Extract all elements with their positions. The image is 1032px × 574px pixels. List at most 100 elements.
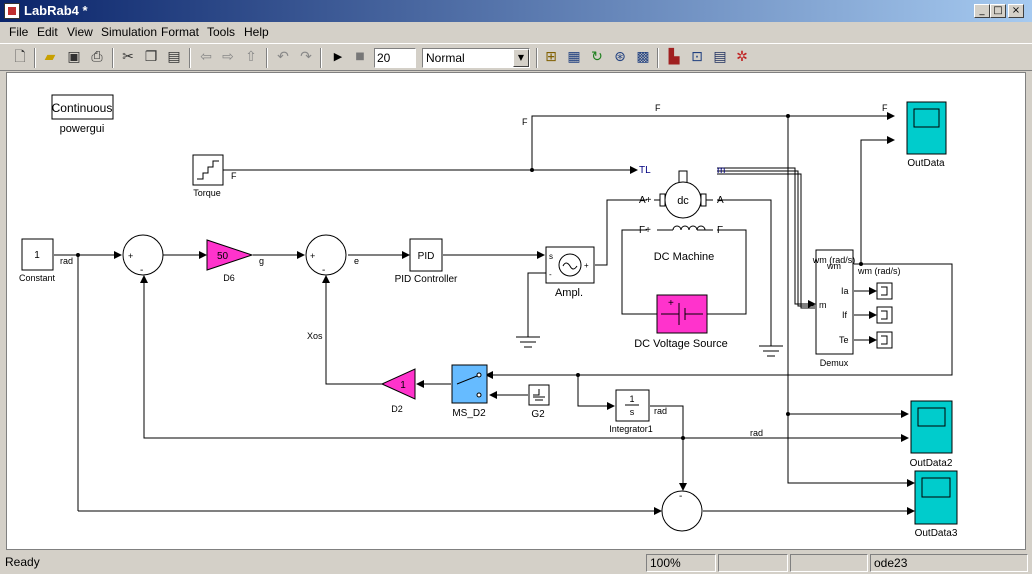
- model-explorer-icon[interactable]: ⊡: [691, 49, 703, 65]
- demux-m-port: m: [819, 300, 827, 310]
- update-diagram-icon[interactable]: ⊞: [545, 49, 557, 65]
- g2-label: G2: [531, 409, 545, 420]
- dc-machine-block[interactable]: dc TL m A+ A- F+ F- DC Machine: [639, 163, 727, 263]
- undo-icon[interactable]: ↶: [277, 49, 289, 65]
- stop-simulation-icon[interactable]: ■: [355, 51, 365, 62]
- gain-d6-value: 50: [217, 251, 229, 262]
- scope-outdata3[interactable]: OutData3: [914, 470, 958, 539]
- up-arrow-icon[interactable]: ⇧: [245, 49, 257, 65]
- ampl-minus-port: -: [549, 270, 552, 279]
- back-arrow-icon[interactable]: ⇦: [200, 49, 212, 65]
- terminator-ia[interactable]: [876, 282, 893, 300]
- constant-block[interactable]: 1 Constant: [19, 238, 56, 283]
- debug-icon[interactable]: ⊛: [614, 49, 626, 65]
- minimize-button[interactable]: _: [974, 4, 990, 18]
- library-browser-icon[interactable]: ▙: [668, 49, 680, 65]
- menu-file[interactable]: File: [9, 25, 29, 39]
- toolbar-separator: [266, 48, 268, 68]
- demux-wm-output-label: wm (rad/s): [857, 266, 901, 276]
- simulink-app-icon: [4, 3, 20, 19]
- amplifier-block[interactable]: s - + Ampl.: [545, 246, 595, 299]
- menu-format[interactable]: Format: [161, 25, 200, 39]
- simulation-mode-value: Normal: [426, 51, 465, 65]
- integrator-block[interactable]: 1 s Integrator1: [609, 389, 653, 434]
- copy-icon[interactable]: ❐: [144, 49, 158, 65]
- signal-label-f-branch: F: [522, 117, 528, 127]
- menu-edit[interactable]: Edit: [37, 25, 58, 39]
- sum1-plus-sign: +: [128, 251, 133, 261]
- new-model-icon[interactable]: 🗋: [14, 49, 26, 65]
- simulation-mode-select[interactable]: Normal ▼: [422, 48, 530, 68]
- model-advisor-icon[interactable]: ▩: [636, 49, 650, 65]
- powergui-block[interactable]: Continuous powergui: [51, 94, 114, 135]
- stop-time-field[interactable]: 20: [374, 48, 416, 68]
- gain-d2-value: 1: [400, 380, 406, 391]
- terminator-te[interactable]: [876, 331, 893, 349]
- dcvs-label: DC Voltage Source: [634, 338, 728, 350]
- demux-label: Demux: [820, 358, 849, 368]
- scope-outdata2-label: OutData2: [910, 458, 953, 469]
- toolbar-separator: [657, 48, 659, 68]
- refresh-icon[interactable]: ↻: [591, 49, 603, 65]
- gain-d6-block[interactable]: 50 D6: [206, 239, 254, 283]
- dc-machine-label: DC Machine: [654, 251, 715, 263]
- maximize-button[interactable]: □: [990, 4, 1006, 18]
- signal-label-f-top: F: [655, 103, 661, 113]
- build-icon[interactable]: ▦: [567, 49, 581, 65]
- pid-controller-block[interactable]: PID PID Controller: [395, 238, 458, 285]
- menu-view[interactable]: View: [67, 25, 93, 39]
- dc-tl-port: TL: [639, 165, 651, 176]
- gain-d2-label: D2: [391, 404, 403, 414]
- g2-ground-block[interactable]: G2: [528, 384, 550, 420]
- open-folder-icon[interactable]: ▰: [44, 49, 56, 65]
- sum-block-3[interactable]: -: [661, 490, 703, 532]
- sum2-plus-sign: +: [310, 251, 315, 261]
- menu-simulation[interactable]: Simulation: [101, 25, 158, 39]
- menu-help[interactable]: Help: [244, 25, 269, 39]
- toolbar-separator: [536, 48, 538, 68]
- dc-aplus-port: A+: [639, 195, 652, 206]
- signal-lines: [54, 112, 953, 515]
- print-icon[interactable]: ⎙: [91, 49, 103, 65]
- manual-switch-block[interactable]: MS_D2: [451, 364, 488, 419]
- scope-outdata2[interactable]: OutData2: [910, 400, 953, 469]
- model-browser-icon[interactable]: ▤: [713, 49, 727, 65]
- demux-wm-top-port: wm (rad/s): [812, 255, 856, 265]
- signal-label-rad-const: rad: [60, 256, 73, 266]
- dc-m-port: m: [717, 165, 725, 176]
- cut-icon[interactable]: ✂: [122, 49, 134, 65]
- status-cell-empty-2: [790, 554, 868, 572]
- status-message: Ready: [5, 555, 40, 569]
- sum-block-2[interactable]: + -: [305, 234, 347, 276]
- paste-icon[interactable]: ▤: [167, 49, 181, 65]
- debugger-icon[interactable]: ✲: [736, 49, 748, 65]
- model-canvas[interactable]: Continuous powergui F Torque 1 Constant …: [6, 72, 1026, 550]
- powergui-mode-label: Continuous: [52, 101, 113, 115]
- toolbar-separator: [189, 48, 191, 68]
- demux-wm-port: wm: [826, 261, 841, 271]
- signal-label-xos: Xos: [307, 331, 323, 341]
- torque-step-block[interactable]: F Torque: [192, 154, 237, 198]
- status-bar: Ready 100% ode23: [0, 552, 1032, 574]
- dc-inner-label: dc: [677, 195, 689, 207]
- dc-voltage-source-block[interactable]: + DC Voltage Source: [634, 294, 728, 350]
- demux-ia-port: Ia: [841, 286, 849, 296]
- redo-icon[interactable]: ↷: [300, 49, 312, 65]
- close-button[interactable]: ×: [1008, 4, 1024, 18]
- scope-outdata[interactable]: OutData: [906, 101, 947, 169]
- gain-d2-block[interactable]: 1 D2: [380, 368, 416, 414]
- save-icon[interactable]: ▣: [67, 49, 81, 65]
- ampl-s-port: s: [549, 252, 553, 261]
- terminator-if[interactable]: [876, 306, 893, 324]
- dc-fminus-port: F-: [717, 225, 726, 236]
- ampl-label: Ampl.: [555, 287, 583, 299]
- scope-outdata-label: OutData: [907, 158, 945, 169]
- forward-arrow-icon[interactable]: ⇨: [222, 49, 234, 65]
- constant-value: 1: [34, 250, 40, 261]
- sum-block-1[interactable]: + -: [122, 234, 164, 276]
- start-simulation-icon[interactable]: ▶: [333, 50, 343, 63]
- menu-tools[interactable]: Tools: [207, 25, 236, 39]
- dc-fplus-port: F+: [639, 225, 651, 236]
- chevron-down-icon[interactable]: ▼: [513, 49, 529, 67]
- demux-block[interactable]: wm (rad/s) wm Ia If Te m wm (rad/s) Demu…: [812, 249, 901, 368]
